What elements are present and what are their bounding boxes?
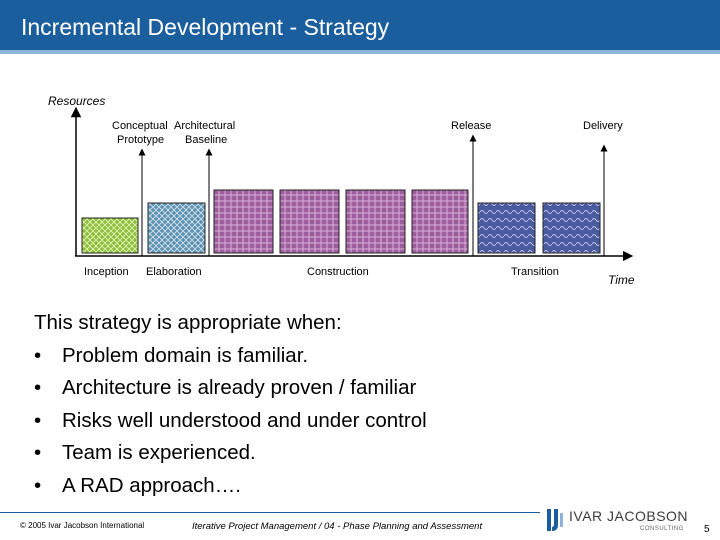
- milestone-architectural-line2: Baseline: [185, 134, 227, 146]
- company-logo: IVAR JACOBSON CONSULTING: [543, 506, 688, 536]
- bullet-glyph: •: [34, 343, 42, 367]
- footer-copyright: © 2005 Ivar Jacobson International: [20, 521, 145, 530]
- footer-course-title: Iterative Project Management / 04 - Phas…: [192, 521, 483, 532]
- iteration-construction-2: [279, 189, 340, 254]
- bullet-glyph: •: [34, 408, 42, 432]
- iteration-inception-1: [81, 217, 139, 254]
- list-item: • A RAD approach….: [34, 470, 427, 503]
- list-item: • Team is experienced.: [34, 437, 427, 470]
- iteration-transition-2: [542, 202, 601, 254]
- iteration-construction-4: [411, 189, 469, 254]
- title-bar: Incremental Development - Strategy: [0, 0, 720, 54]
- list-item-text: A RAD approach….: [62, 473, 241, 497]
- milestone-conceptual-line1: Conceptual: [112, 120, 168, 132]
- phase-elaboration: Elaboration: [146, 266, 202, 278]
- iteration-construction-3: [345, 189, 406, 254]
- footer-divider: [0, 512, 540, 513]
- list-item: • Architecture is already proven / famili…: [34, 372, 427, 405]
- strategy-list: This strategy is appropriate when: • Prob…: [34, 307, 427, 502]
- strategy-intro: This strategy is appropriate when:: [34, 311, 342, 334]
- iteration-construction-1: [213, 189, 274, 254]
- list-item-text: Architecture is already proven / familia…: [62, 376, 417, 399]
- list-item-text: Team is experienced.: [62, 441, 256, 464]
- page-number: 5: [704, 524, 710, 535]
- phase-inception: Inception: [84, 266, 129, 278]
- milestone-architectural-line1: Architectural: [174, 120, 235, 132]
- list-item: • Problem domain is familiar.: [34, 340, 427, 373]
- bullet-glyph: •: [34, 376, 42, 399]
- bullet-glyph: •: [34, 473, 42, 497]
- bullet-glyph: •: [34, 441, 42, 464]
- list-item-text: Risks well understood and under control: [62, 408, 427, 432]
- milestone-delivery: Delivery: [583, 120, 623, 132]
- logo-subtitle: CONSULTING: [640, 526, 684, 532]
- list-item-text: Problem domain is familiar.: [62, 343, 309, 367]
- list-item: • Risks well understood and under control: [34, 405, 427, 438]
- y-axis-label: Resources: [48, 94, 105, 108]
- iteration-diagram: Resources Time Conceptual Prototype Arch…: [48, 94, 635, 287]
- logo-name: IVAR JACOBSON: [569, 508, 689, 524]
- phase-transition: Transition: [511, 266, 559, 278]
- milestone-release: Release: [451, 120, 491, 132]
- iteration-transition-1: [477, 202, 536, 254]
- iteration-elaboration-1: [147, 202, 206, 254]
- logo-mark-icon: [547, 509, 563, 531]
- x-axis-label: Time: [608, 273, 635, 287]
- page-title: Incremental Development - Strategy: [21, 14, 390, 40]
- milestone-conceptual-line2: Prototype: [117, 134, 164, 146]
- phase-construction: Construction: [307, 266, 369, 278]
